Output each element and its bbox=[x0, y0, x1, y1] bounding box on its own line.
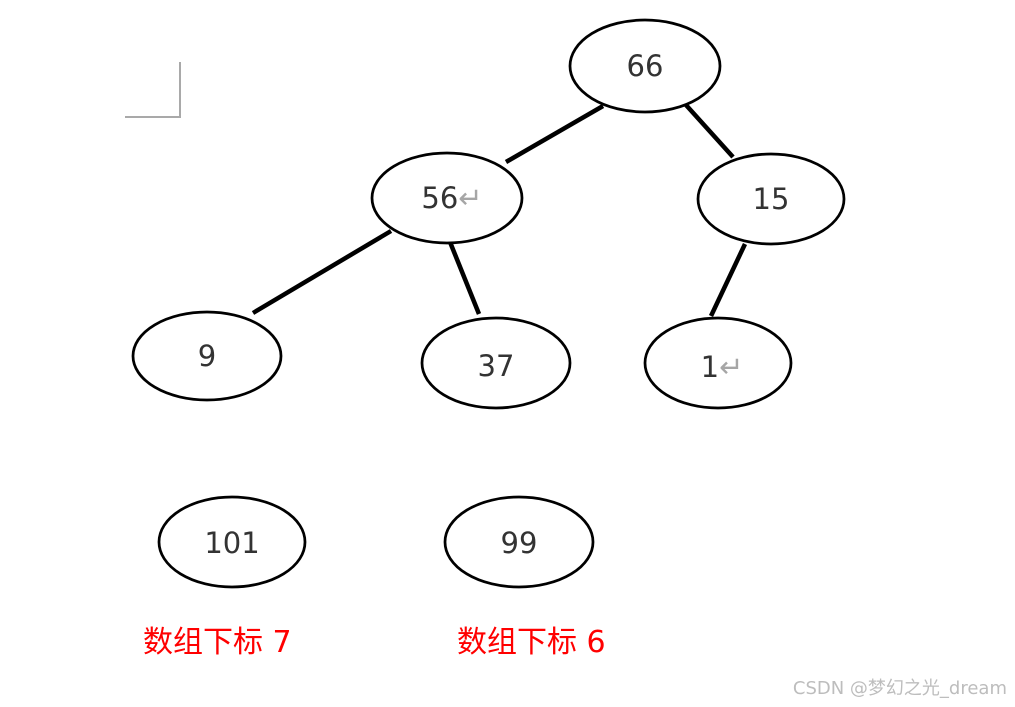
node-ellipse-56 bbox=[370, 151, 524, 245]
node-ellipse-66 bbox=[568, 18, 722, 114]
edge-66-15 bbox=[684, 103, 735, 159]
node-ellipse-37 bbox=[420, 316, 572, 410]
tree-node-1: 1↵ bbox=[643, 316, 793, 410]
return-mark-icon: ↵ bbox=[719, 350, 743, 384]
edge-56-37 bbox=[447, 241, 482, 315]
node-label-99: 99 bbox=[501, 526, 538, 560]
node-ellipse-99 bbox=[443, 495, 595, 589]
tree-node-101: 101 bbox=[157, 495, 307, 589]
tree-node-37: 37 bbox=[420, 316, 572, 410]
node-label-9: 9 bbox=[198, 339, 216, 373]
edge-66-56 bbox=[504, 104, 605, 164]
node-label-15: 15 bbox=[753, 182, 790, 216]
node-ellipse-15 bbox=[696, 152, 846, 246]
node-ellipse-9 bbox=[131, 310, 283, 402]
node-label-1: 1↵ bbox=[701, 350, 744, 384]
node-label-37: 37 bbox=[478, 349, 515, 383]
node-ellipse-101 bbox=[157, 495, 307, 589]
node-label-101: 101 bbox=[204, 526, 259, 560]
tree-node-99: 99 bbox=[443, 495, 595, 589]
edge-56-9 bbox=[251, 229, 393, 315]
text-boundary-corner-mark bbox=[125, 62, 181, 118]
node-label-56: 56↵ bbox=[421, 181, 482, 215]
node-ellipse-1 bbox=[643, 316, 793, 410]
node-label-66: 66 bbox=[627, 49, 664, 83]
edge-15-1 bbox=[708, 243, 748, 317]
csdn-watermark: CSDN @梦幻之光_dream bbox=[792, 678, 1007, 699]
tree-node-66: 66 bbox=[568, 18, 722, 114]
caption-array-index-7: 数组下标 7 bbox=[143, 625, 292, 660]
return-mark-icon: ↵ bbox=[458, 181, 482, 215]
tree-node-56: 56↵ bbox=[370, 151, 524, 245]
tree-node-9: 9 bbox=[131, 310, 283, 402]
tree-node-15: 15 bbox=[696, 152, 846, 246]
caption-array-index-6: 数组下标 6 bbox=[457, 625, 606, 660]
